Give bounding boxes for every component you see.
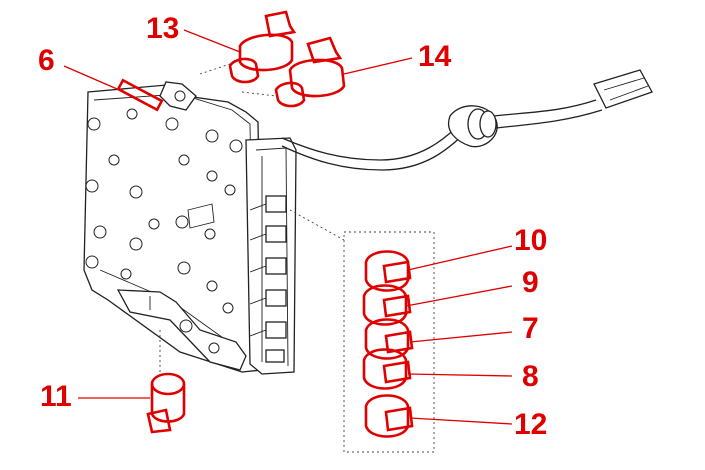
part-8-solenoid [362, 348, 412, 390]
part-9-solenoid [362, 284, 412, 326]
callout-9: 9 [522, 266, 539, 299]
leader-lines [63, 29, 513, 425]
callout-6: 6 [38, 44, 55, 77]
part-6-pin [116, 78, 164, 112]
callout-7: 7 [522, 312, 539, 345]
callout-14: 14 [418, 40, 452, 73]
cable-assembly [281, 69, 653, 171]
callout-10: 10 [514, 224, 547, 257]
harness-rail [245, 137, 297, 375]
callout-labels: 13 6 14 10 9 7 8 12 11 [38, 12, 547, 441]
callout-12: 12 [514, 408, 547, 441]
callout-8: 8 [522, 360, 539, 393]
solenoid-group [159, 61, 435, 453]
callout-11: 11 [40, 380, 72, 413]
part-11-solenoid [146, 372, 186, 434]
part-13-solenoid [228, 10, 297, 84]
part-12-solenoid [364, 394, 414, 438]
part-7-solenoid [364, 318, 414, 360]
valve-body-plate [83, 81, 263, 373]
plate-bolts [85, 108, 243, 354]
callout-13: 13 [146, 12, 179, 45]
part-14-solenoid [274, 36, 346, 108]
